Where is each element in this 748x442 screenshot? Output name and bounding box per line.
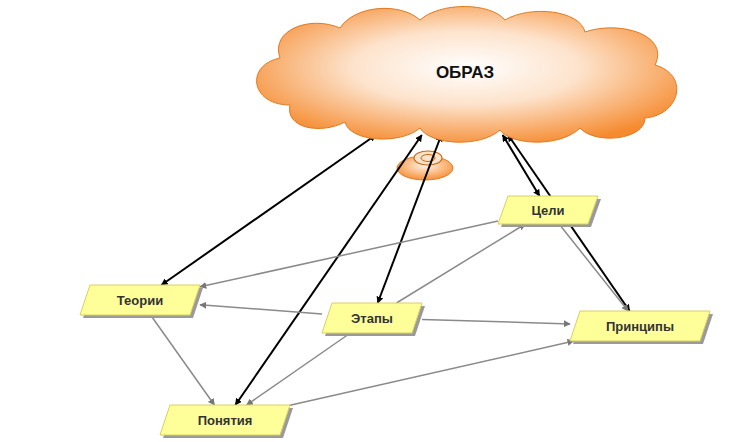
image-link-arrow bbox=[161, 135, 375, 285]
concept-box: Теории bbox=[80, 285, 200, 315]
cloud-label: ОБРАЗ bbox=[436, 63, 494, 83]
relation-arrow bbox=[200, 221, 498, 287]
box-label: Цели bbox=[525, 203, 570, 218]
image-cloud: ОБРАЗ bbox=[250, 10, 680, 135]
relation-arrow bbox=[200, 305, 322, 314]
concept-box: Цели bbox=[498, 196, 598, 224]
relation-arrow bbox=[559, 224, 628, 311]
relation-arrow bbox=[247, 333, 351, 405]
concept-box: Этапы bbox=[322, 303, 422, 333]
box-label: Теории bbox=[111, 293, 169, 308]
relation-arrow bbox=[422, 320, 570, 324]
concept-box: Понятия bbox=[160, 405, 290, 435]
image-link-arrow bbox=[378, 135, 442, 303]
box-label: Понятия bbox=[192, 413, 259, 428]
relation-arrow bbox=[396, 224, 525, 303]
relation-arrow bbox=[151, 315, 215, 405]
box-label: Принципы bbox=[600, 319, 680, 334]
image-link-arrow bbox=[235, 135, 421, 405]
image-link-arrow bbox=[503, 135, 540, 196]
box-label: Этапы bbox=[345, 311, 399, 326]
concept-box: Принципы bbox=[570, 311, 710, 341]
relation-arrow bbox=[290, 341, 574, 405]
